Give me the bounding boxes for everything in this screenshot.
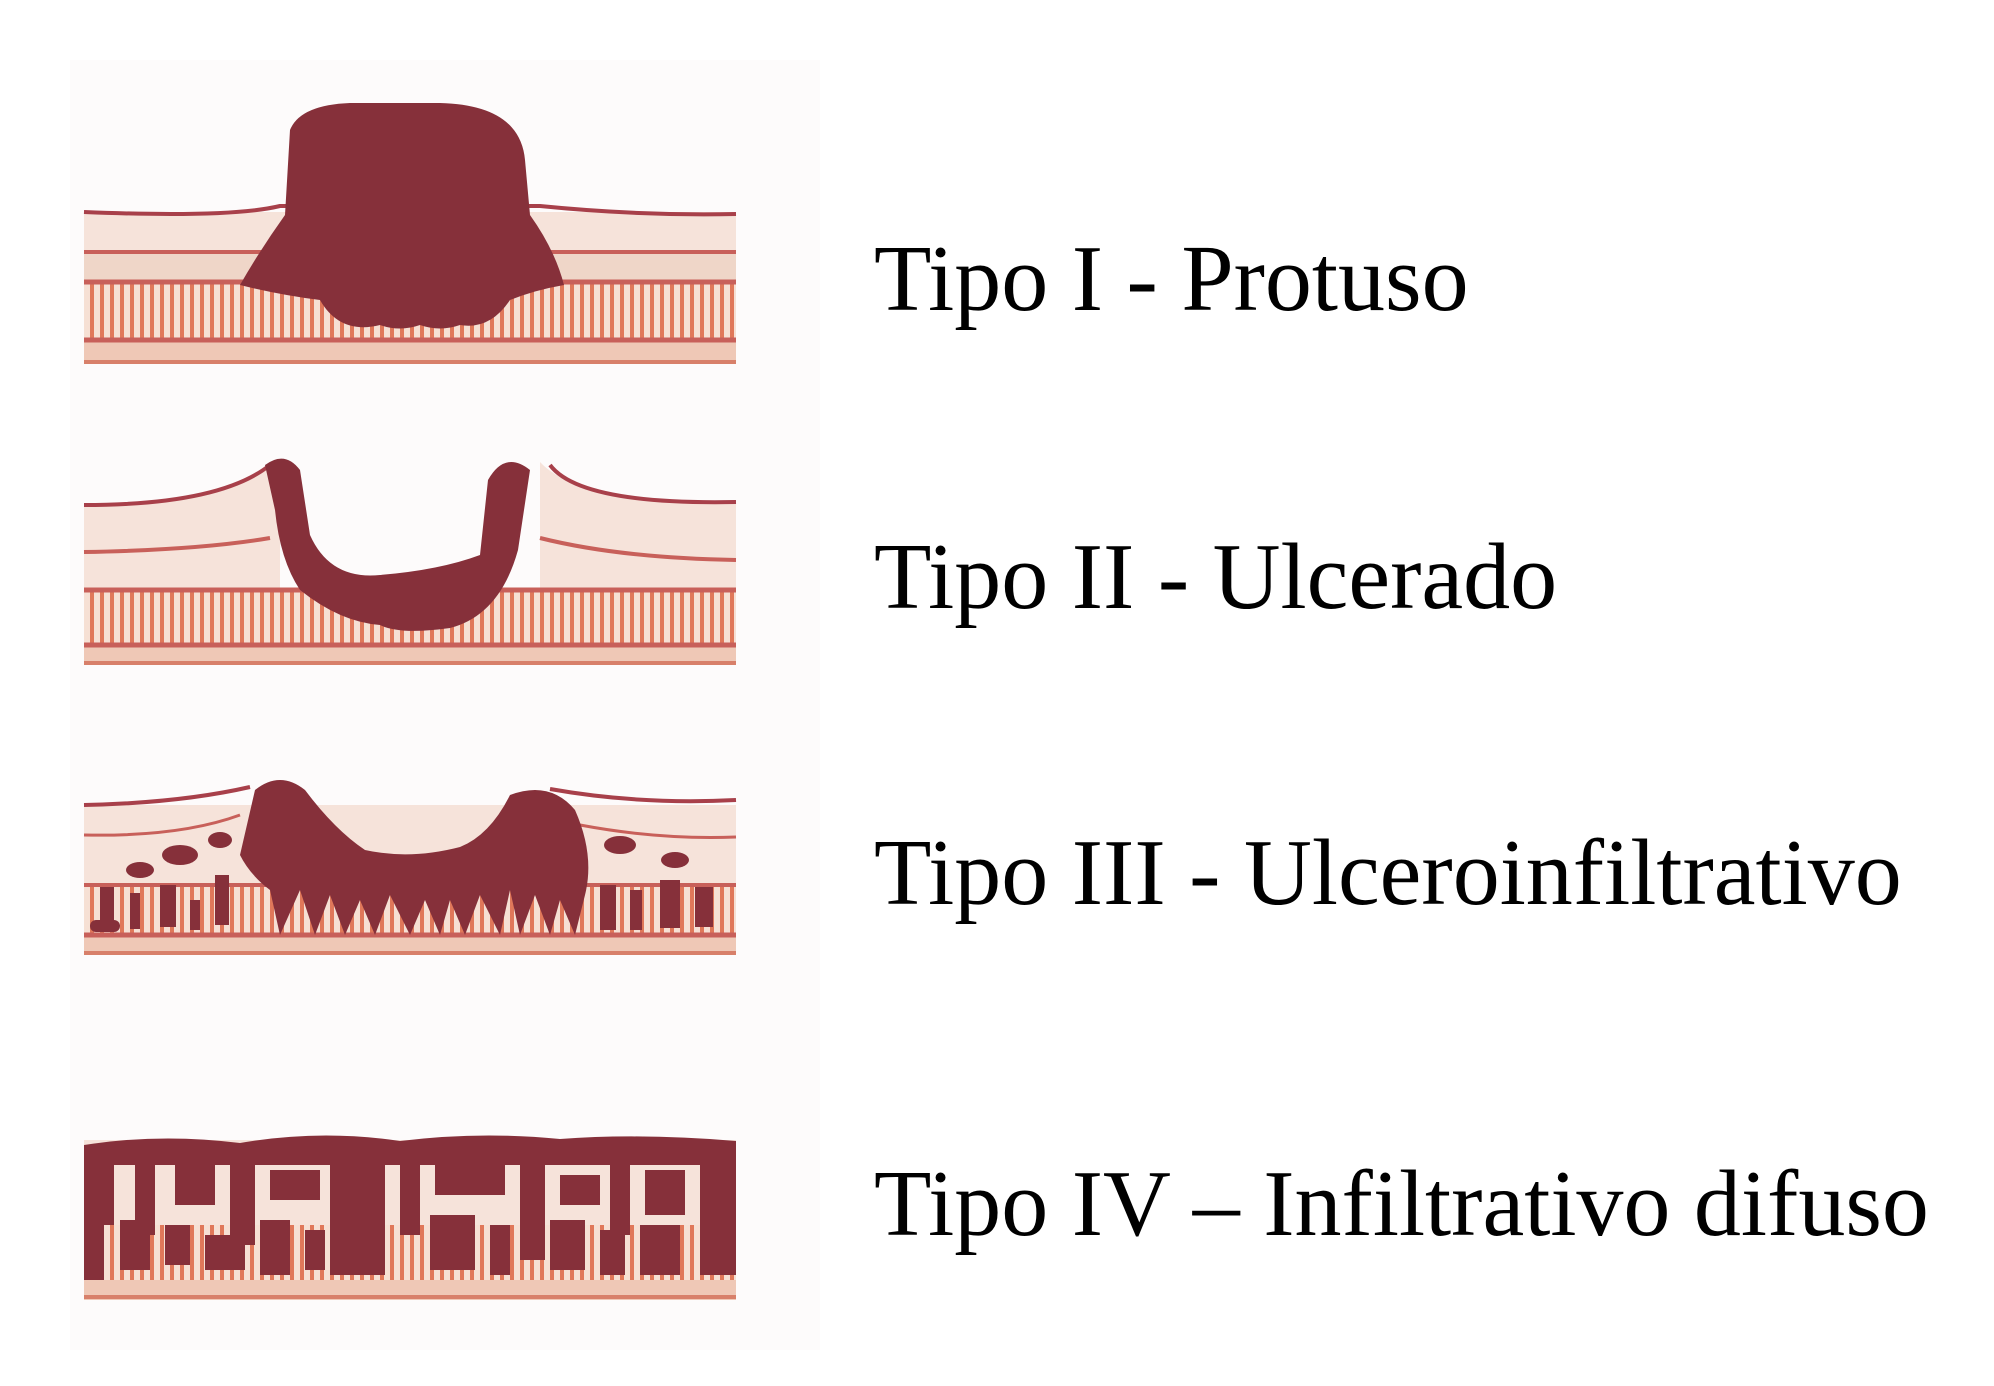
tipo-2-label: Tipo II - Ulcerado (874, 525, 1558, 629)
tipo-3-label: Tipo III - Ulceroinfiltrativo (874, 821, 1902, 925)
tipo-3-illustration (80, 775, 740, 965)
tipo-2-illustration (80, 450, 740, 670)
tipo-1-label: Tipo I - Protuso (874, 227, 1469, 331)
tipo-1-illustration (80, 100, 740, 370)
tipo-4-label: Tipo IV – Infiltrativo difuso (874, 1152, 1929, 1256)
tipo-4-illustration (80, 1125, 740, 1310)
